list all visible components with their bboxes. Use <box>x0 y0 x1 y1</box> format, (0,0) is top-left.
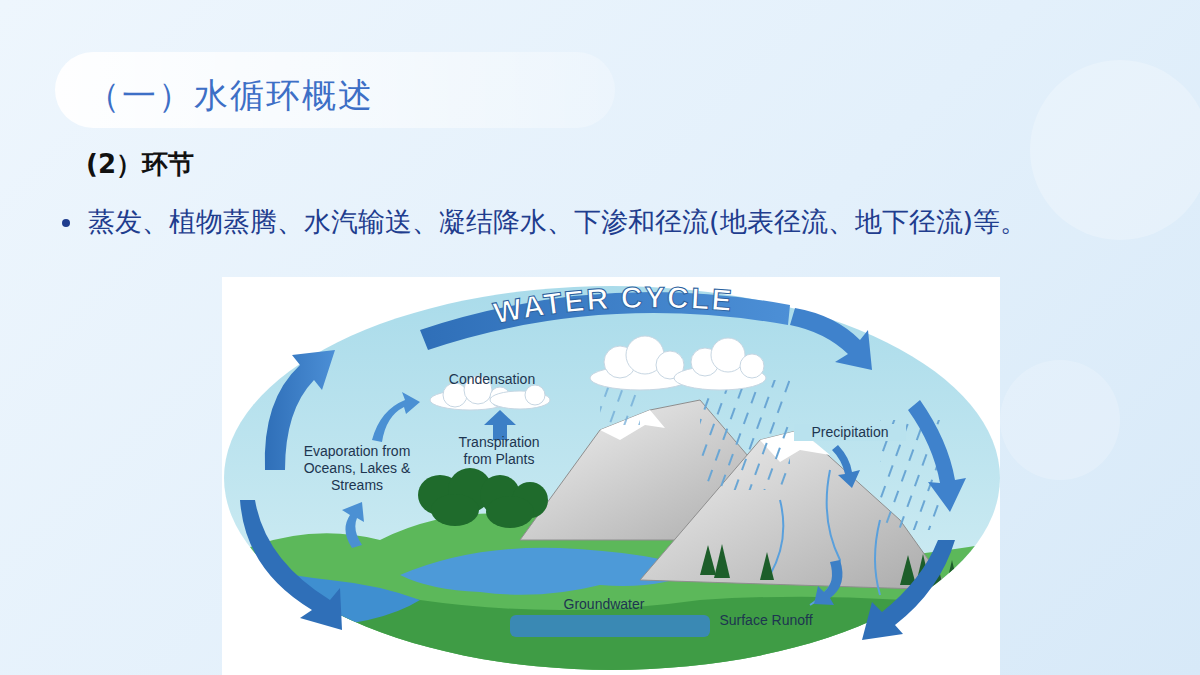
surface-runoff-label: Surface Runoff <box>706 612 826 629</box>
section-heading: (2）环节 <box>86 146 194 182</box>
bullet-dot <box>62 219 70 227</box>
evaporation-label: Evaporation from Oceans, Lakes & Streams <box>297 443 417 494</box>
title-banner <box>55 52 615 128</box>
transpiration-label: Transpiration from Plants <box>449 434 549 468</box>
bullet-text: 蒸发、植物蒸腾、水汽输送、凝结降水、下渗和径流(地表径流、地下径流)等。 <box>88 198 1158 246</box>
groundwater-label: Groundwater <box>549 596 659 613</box>
slide-title: （一）水循环概述 <box>86 72 374 118</box>
water-cycle-title: WATER CYCLE <box>491 281 735 330</box>
cycle-arrows <box>240 292 966 640</box>
water-cycle-scene <box>220 280 1010 675</box>
condensation-label: Condensation <box>427 371 557 388</box>
arc-title-text: WATER CYCLE <box>491 281 735 330</box>
precipitation-label: Precipitation <box>794 424 906 441</box>
